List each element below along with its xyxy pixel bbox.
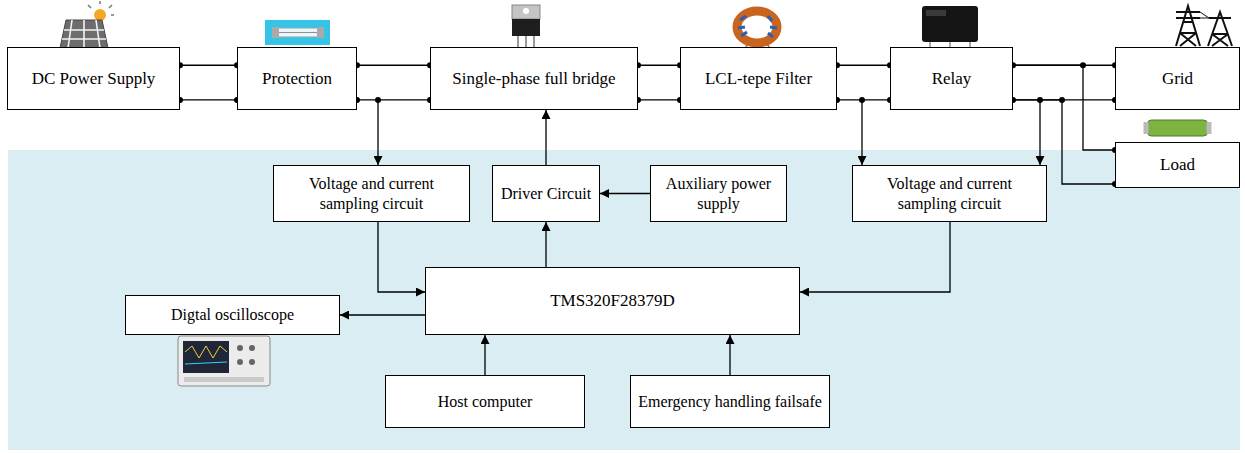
node-label: Digtal oscilloscope [171,305,294,325]
node-label: Relay [932,68,972,89]
scope-body [178,336,270,386]
node-label: LCL-tepe Filter [705,68,812,89]
node-label: Single-phase full bridge [452,68,615,89]
failsafe-box: Emergency handling failsafe [630,375,830,428]
load-box: Load [1115,142,1240,188]
oscilloscope-icon [178,336,270,386]
transistor-icon [512,5,540,48]
power-wire [357,65,430,100]
signal-arrow [378,222,425,292]
scope-knob [249,345,255,351]
node-label: Driver Circuit [501,184,591,204]
resistor-body [1148,120,1208,136]
fuse-icon [265,20,330,45]
panel-body [60,20,108,48]
resistor-cap [1207,122,1212,134]
scope-knob [249,359,255,365]
panel-grid [62,20,106,48]
toroid-winding [738,16,777,37]
junction-dot [1080,62,1086,68]
signal-arrow [484,335,485,375]
scope-knob [237,359,243,365]
sampling-tap-line [861,100,862,165]
protection-box: Protection [237,47,357,110]
controller-box: TMS320F28379D [425,267,800,335]
transistor-body [512,19,540,36]
grid-box: Grid [1115,47,1240,110]
toroid-core [737,11,777,43]
relay-body [922,6,978,42]
oscilloscope-box: Digtal oscilloscope [125,295,340,335]
fuse-backdrop [265,20,330,45]
signal-arrow [545,222,546,267]
node-label: Auxiliary power supply [657,174,780,214]
node-label: Voltage and current sampling circuit [859,174,1040,214]
signal-arrow [800,222,950,292]
relay-label [926,10,946,16]
node-label: DC Power Supply [32,68,156,89]
signal-arrow [340,314,425,315]
tower-lattice [1176,6,1200,46]
resistor-cap [1144,122,1149,134]
grid-tower-icon [1176,6,1232,46]
solar-panel-icon [60,1,114,48]
auxiliary-supply-box: Auxiliary power supply [650,165,787,222]
power-wire [837,65,890,100]
power-source-box: DC Power Supply [7,47,180,110]
control-region-band [8,150,1240,450]
node-label: Voltage and current sampling circuit [280,174,463,214]
power-wire [638,65,680,100]
filter-box: LCL-tepe Filter [680,47,837,110]
fuse-cap [272,27,279,38]
fuse-glass [278,28,318,37]
junction-dot [1059,97,1065,103]
node-label: Protection [262,68,332,89]
fuse-cap [317,27,324,38]
scope-trace [185,362,227,364]
driver-box: Driver Circuit [492,165,600,222]
sampling-circuit-box: Voltage and current sampling circuit [273,165,470,222]
scope-knob [237,345,243,351]
node-label: Emergency handling failsafe [638,392,822,412]
node-label: Grid [1162,68,1193,89]
scope-buttons [184,377,264,382]
scope-trace [185,346,227,358]
sampling-tap-line [1039,100,1040,165]
toroid-inductor-icon [737,11,777,52]
host-computer-box: Host computer [385,375,585,428]
signal-arrow [600,193,650,194]
signal-arrow [545,110,546,165]
relay-icon [922,6,978,48]
full-bridge-box: Single-phase full bridge [430,47,638,110]
scope-screen [183,341,229,373]
sun-disc [94,9,106,21]
transistor-hole [523,8,529,14]
node-label: TMS320F28379D [550,290,675,311]
tower-cable [1200,12,1231,18]
power-wire [180,65,237,100]
tower-lattice [1208,12,1232,46]
resistor-icon [1144,120,1212,136]
sampling-tap-line [377,100,378,165]
signal-arrow [729,335,730,375]
relay-box: Relay [890,47,1013,110]
sun-rays [88,1,114,15]
power-wire [1013,65,1115,100]
node-label: Load [1160,154,1195,175]
node-label: Host computer [438,392,533,412]
transistor-tab [512,5,540,19]
sampling-circuit-box: Voltage and current sampling circuit [852,165,1047,222]
fuse-wire [279,32,317,33]
